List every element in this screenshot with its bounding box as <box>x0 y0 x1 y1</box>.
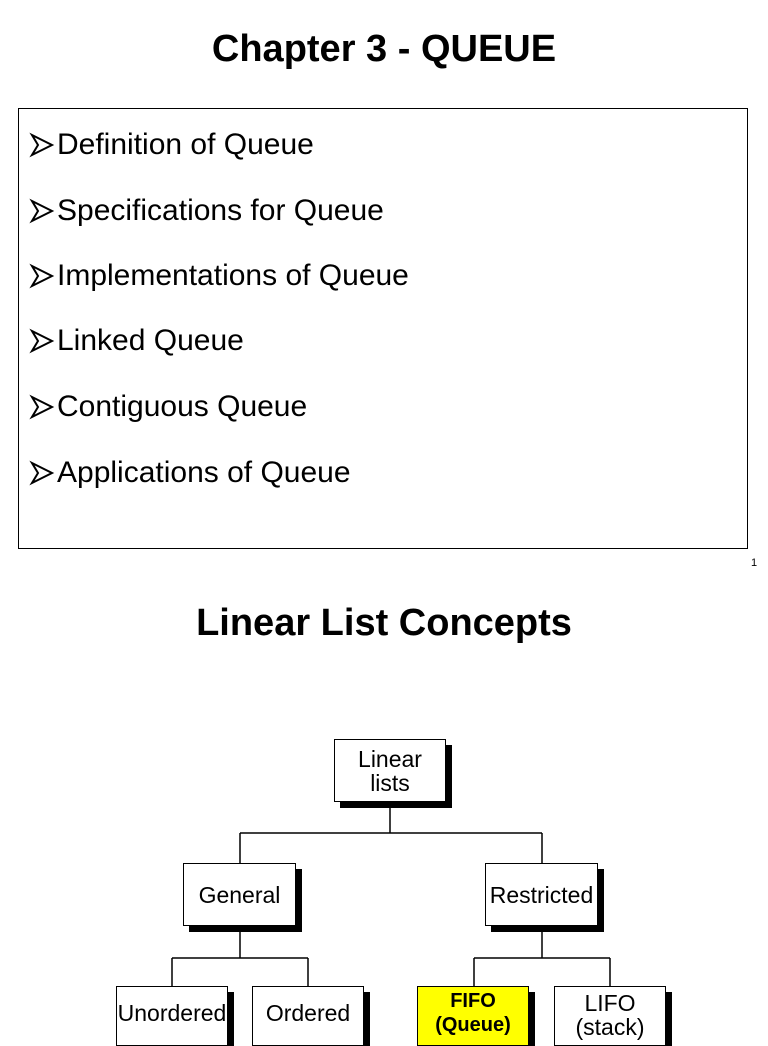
bullet-text: Implementations of Queue <box>57 259 409 292</box>
page-number: 1 <box>751 557 758 569</box>
arrow-bullet-icon <box>29 394 55 420</box>
bullet-text: Specifications for Queue <box>57 194 384 227</box>
bullet-item: Contiguous Queue <box>29 390 307 424</box>
bullet-item: Definition of Queue <box>29 128 314 162</box>
node-restricted: Restricted <box>485 863 598 926</box>
bullet-list-box: Definition of Queue Specifications for Q… <box>18 108 748 549</box>
arrow-bullet-icon <box>29 132 55 158</box>
bullet-text: Applications of Queue <box>57 456 351 489</box>
bullet-text: Definition of Queue <box>57 128 314 161</box>
slide-title: Chapter 3 - QUEUE <box>211 28 557 70</box>
bullet-text: Linked Queue <box>57 324 244 357</box>
node-ordered: Ordered <box>252 986 364 1046</box>
bullet-item: Specifications for Queue <box>29 194 384 228</box>
node-lifo-stack: LIFO (stack) <box>554 986 666 1046</box>
bullet-item: Implementations of Queue <box>29 259 409 293</box>
arrow-bullet-icon <box>29 328 55 354</box>
arrow-bullet-icon <box>29 198 55 224</box>
node-fifo-queue: FIFO (Queue) <box>417 986 529 1046</box>
bullet-text: Contiguous Queue <box>57 390 308 423</box>
bullet-item: Applications of Queue <box>29 456 351 490</box>
arrow-bullet-icon <box>29 460 55 486</box>
bullet-item: Linked Queue <box>29 324 244 358</box>
node-linear-lists: Linear lists <box>334 739 446 802</box>
node-unordered: Unordered <box>116 986 228 1046</box>
slide-title: Linear List Concepts <box>196 602 572 644</box>
node-general: General <box>183 863 296 926</box>
arrow-bullet-icon <box>29 263 55 289</box>
